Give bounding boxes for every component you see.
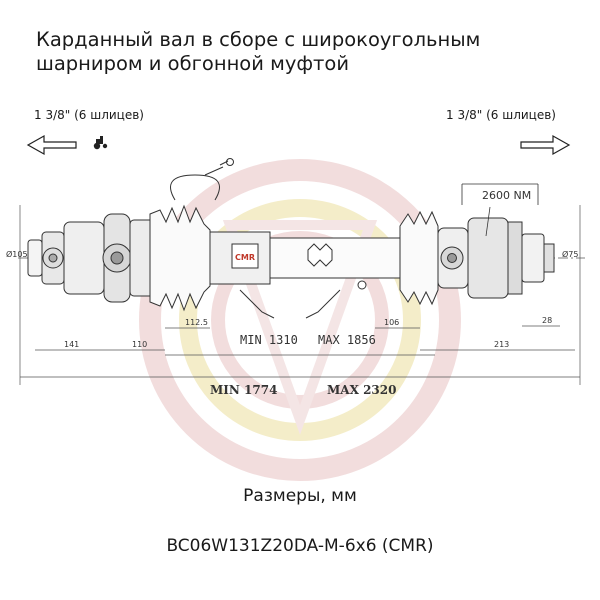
input-spline-label: 1 3/8" (6 шлицев) <box>34 108 144 122</box>
left-guard-bellows <box>149 204 211 312</box>
total-min-label: MIN 1774 <box>210 383 278 397</box>
left-yoke-assembly <box>27 213 155 303</box>
outer-tube <box>269 237 401 279</box>
dim-213: 213 <box>494 340 510 349</box>
output-spline-label: 1 3/8" (6 шлицев) <box>446 108 556 122</box>
right-guard-bellows <box>399 210 439 306</box>
right-diameter-label: Ø75 <box>562 250 579 259</box>
caption-units: Размеры, мм <box>243 486 357 506</box>
torque-callout <box>461 183 539 237</box>
safety-chains <box>170 158 367 319</box>
tube-min-label: MIN 1310 <box>240 333 298 347</box>
spline-profile-icon <box>307 243 333 267</box>
torque-label: 2600 NM <box>482 189 532 202</box>
dimension-lines <box>20 325 580 378</box>
right-yoke-assembly <box>437 217 555 299</box>
right-direction-arrow <box>520 134 571 156</box>
dim-110: 110 <box>132 340 148 349</box>
watermark-logo <box>139 159 461 481</box>
dim-141: 141 <box>64 340 80 349</box>
brand-mark: CMR <box>235 253 255 262</box>
left-direction-arrow <box>26 134 77 156</box>
inner-tube: CMR <box>209 231 271 285</box>
left-diameter-label: Ø105 <box>6 250 28 259</box>
tractor-icon <box>93 136 108 150</box>
dim-112-5: 112.5 <box>185 318 208 327</box>
dim-28: 28 <box>542 316 553 325</box>
tube-max-label: MAX 1856 <box>318 333 376 347</box>
total-max-label: MAX 2320 <box>327 383 397 397</box>
caption-model: BC06W131Z20DA-M-6x6 (CMR) <box>166 536 434 556</box>
dim-106: 106 <box>384 318 400 327</box>
page-title: Карданный вал в сборе с широкоугольным ш… <box>36 28 481 75</box>
